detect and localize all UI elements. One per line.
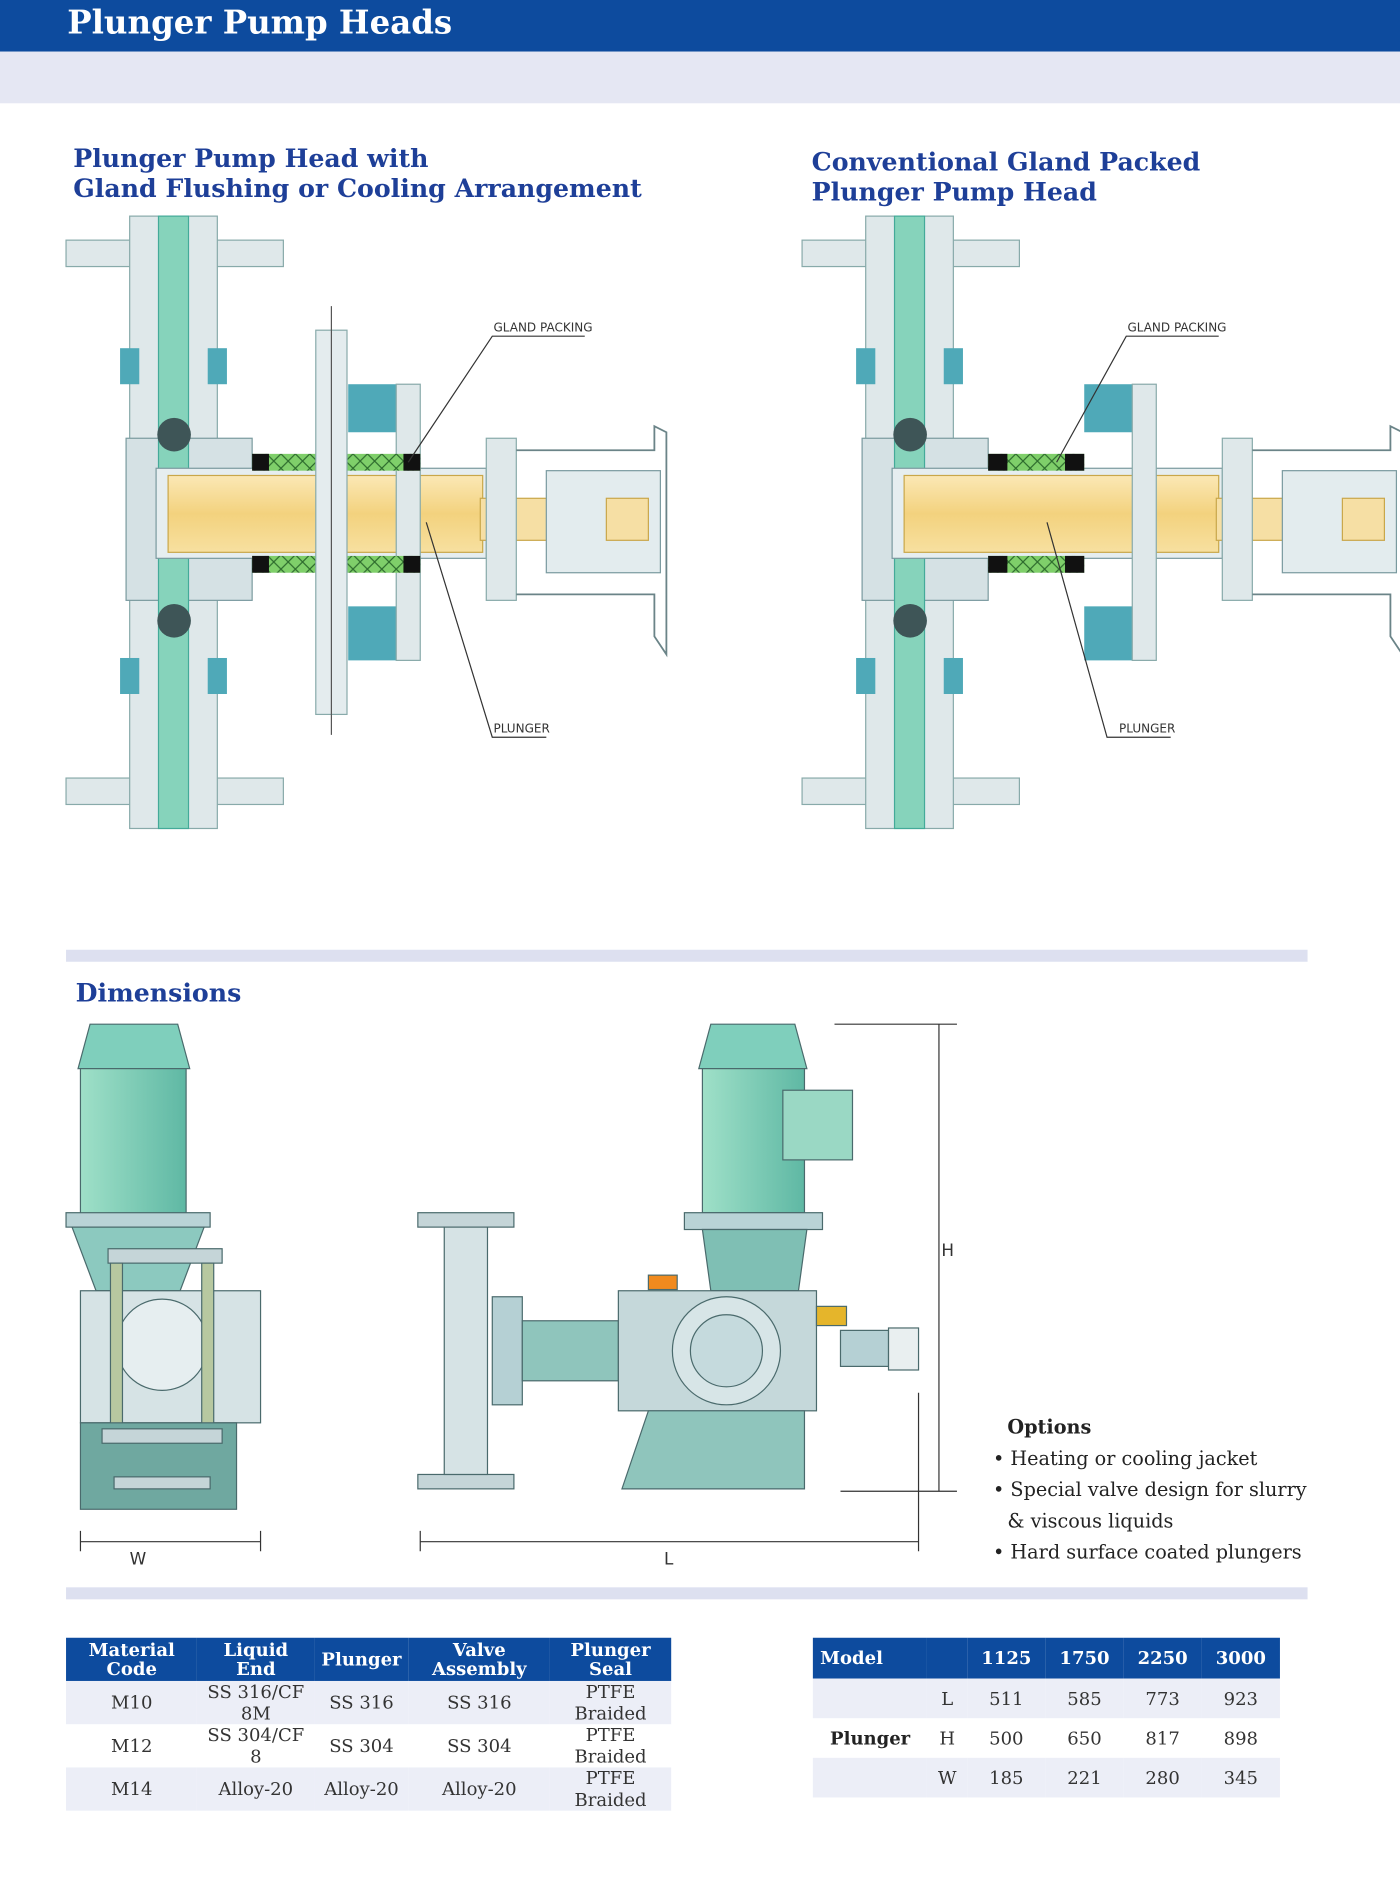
column-header (927, 1637, 968, 1679)
cell: SS 304 (329, 1735, 394, 1757)
cell: 221 (1045, 1757, 1124, 1798)
cell: Alloy-20 (314, 1767, 409, 1811)
options-title: Options (1007, 1415, 1092, 1439)
technical-drawings: GLAND PACKING PLUNGER GLAND PACKING PLUN… (65, 215, 1400, 1569)
cell: 185 (967, 1757, 1046, 1798)
cell: 511 (967, 1678, 1046, 1719)
cell: Alloy-20 (408, 1767, 550, 1811)
option-item: • Special valve design for slurry & visc… (992, 1478, 1307, 1533)
title-line: Plunger Pump Head with (73, 142, 429, 173)
table-header-row: Material Code Liquid End Plunger Valve A… (66, 1637, 672, 1681)
column-header: Plunger Seal (549, 1637, 672, 1681)
column-header: 1125 (967, 1637, 1046, 1679)
column-header: Valve Assembly (408, 1637, 550, 1681)
cell: H (939, 1727, 956, 1749)
page-header: Plunger Pump Heads (0, 0, 1400, 52)
cell: 345 (1201, 1757, 1280, 1798)
length-label: L (664, 1549, 674, 1569)
cell: Alloy-20 (197, 1767, 315, 1811)
column-header: Plunger (314, 1637, 409, 1681)
cell: 898 (1223, 1727, 1259, 1749)
width-label: W (130, 1549, 147, 1569)
cell: SS 316 (314, 1680, 409, 1725)
column-header: 1750 (1045, 1637, 1124, 1679)
table-row: M12 SS 304/CF 8 SS 304 SS 304 PTFE Braided (66, 1724, 671, 1767)
gland-packing-label: GLAND PACKING (493, 320, 592, 334)
page-title: Plunger Pump Heads (67, 4, 453, 43)
column-header: Material Code (66, 1637, 198, 1681)
column-header: Model (812, 1637, 928, 1679)
cell: PTFE Braided (574, 1724, 647, 1768)
option-text: Special valve design for slurry & viscou… (1007, 1478, 1307, 1533)
cell: PTFE Braided (549, 1680, 672, 1725)
conventional-pump-head-diagram (801, 215, 1400, 830)
cell: SS 316 (408, 1680, 550, 1725)
column-header: Liquid End (197, 1637, 315, 1681)
title-line: Conventional Gland Packed (811, 146, 1201, 177)
pump-side-view (417, 1023, 957, 1552)
cell: L (927, 1678, 968, 1719)
option-item: • Hard surface coated plungers (992, 1540, 1302, 1564)
materials-table: Material Code Liquid End Plunger Valve A… (66, 1637, 672, 1811)
column-header: 3000 (1201, 1637, 1280, 1679)
cell: 773 (1123, 1678, 1202, 1719)
option-text: Hard surface coated plungers (1010, 1540, 1302, 1564)
cell: SS 316/CF 8M (197, 1680, 315, 1725)
cell: M14 (66, 1767, 198, 1811)
cell: 650 (1067, 1727, 1102, 1749)
cell: W (927, 1757, 968, 1798)
plunger-label: PLUNGER (1119, 721, 1175, 735)
plunger-pump-head-flushing-diagram (65, 215, 668, 830)
cell: M12 (111, 1735, 153, 1757)
pump-front-view (65, 1023, 262, 1552)
cell: SS 304 (447, 1735, 512, 1757)
cell: 585 (1045, 1678, 1124, 1719)
cell: SS 304/CF 8 (207, 1724, 305, 1768)
section-divider (66, 949, 1308, 962)
cell: PTFE Braided (549, 1767, 672, 1811)
table-row: Plunger H 500 650 817 898 (813, 1718, 1280, 1758)
leader-lines (407, 335, 1219, 738)
height-label: H (941, 1240, 954, 1260)
section-divider (66, 1587, 1308, 1600)
option-item: • Heating or cooling jacket (992, 1446, 1258, 1470)
row-group-label: Plunger (830, 1727, 911, 1749)
dimensions-title: Dimensions (75, 977, 242, 1008)
gland-packing-label: GLAND PACKING (1127, 320, 1226, 334)
header-band (0, 51, 1400, 104)
title-line: Plunger Pump Head (811, 176, 1097, 207)
option-text: Heating or cooling jacket (1010, 1446, 1258, 1470)
left-packing (252, 306, 421, 735)
column-header: 2250 (1123, 1637, 1202, 1679)
cell: 923 (1201, 1678, 1280, 1719)
cell: 817 (1145, 1727, 1180, 1749)
cell: 500 (989, 1727, 1024, 1749)
plunger-label: PLUNGER (493, 721, 549, 735)
title-line: Gland Flushing or Cooling Arrangement (73, 172, 642, 203)
cell: M10 (66, 1680, 198, 1725)
cell: 280 (1123, 1757, 1202, 1798)
table-header-row: Model 1125 1750 2250 3000 (812, 1637, 1280, 1679)
options-list: Options • Heating or cooling jacket • Sp… (993, 1412, 1320, 1568)
